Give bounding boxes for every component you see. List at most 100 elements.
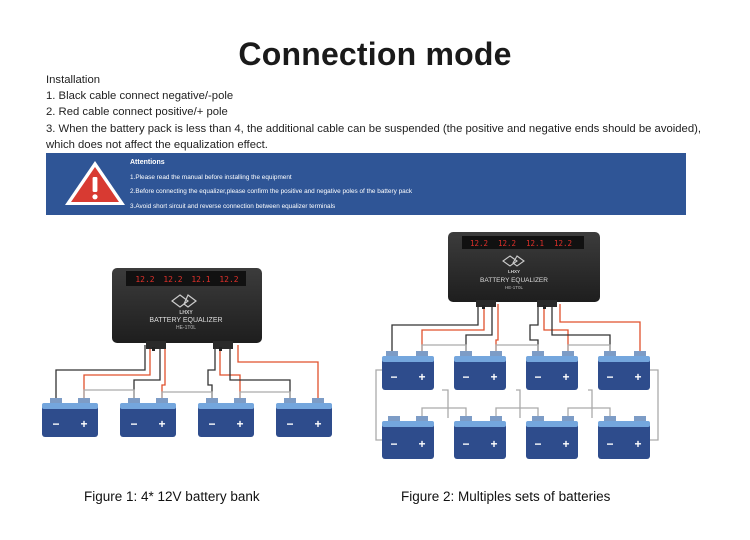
voltage-display: 12.2 [219,275,238,284]
minus-label: − [390,370,397,384]
battery-bottom-4: − + [598,416,650,459]
battery-3: − + [198,398,254,437]
brand-logo [502,255,525,267]
voltage-display: 12.2 [554,239,572,248]
plus-label: + [490,437,497,451]
plus-label: + [158,417,165,431]
figure-1-diagram: 12.2 12.2 12.1 12.2 LHXY BATTERY EQUALIZ… [42,268,332,437]
minus-label: − [462,370,469,384]
plus-label: + [236,417,243,431]
red-wire [421,304,485,353]
minus-label: − [534,437,541,451]
voltage-display: 12.2 [498,239,516,248]
gray-wire [442,389,449,418]
minus-label: − [286,417,293,431]
minus-label: − [534,370,541,384]
voltage-display: 12.2 [470,239,488,248]
brand-name: LHXY [179,310,193,316]
voltage-display: 12.2 [163,275,182,284]
battery-2: − + [120,398,176,437]
attentions-heading: Attentions [130,159,165,166]
black-wire [207,345,216,400]
plus-label: + [418,370,425,384]
gray-wire [495,344,539,353]
gray-wire [650,369,659,441]
gray-wire [516,389,521,418]
installation-section: Installation 1. Black cable connect nega… [46,72,726,153]
device-label: BATTERY EQUALIZER [480,277,548,284]
gray-wire [567,344,611,353]
battery-1: − + [42,398,98,437]
installation-step: which does not affect the equalization e… [46,138,268,151]
equalizer-device: 12.2 12.2 12.1 12.2 LHXY BATTERY EQUALIZ… [112,268,262,351]
gray-wire [567,407,611,418]
battery-4: − + [276,398,332,437]
battery-top-2: − + [454,351,506,390]
gray-wire [161,391,213,400]
attention-item: 2.Before connecting the equalizer,please… [130,188,413,195]
figure-1-wires [55,345,319,400]
figure-2-caption: Figure 2: Multiples sets of batteries [401,489,611,504]
voltage-display: 12.2 [135,275,154,284]
device-label: BATTERY EQUALIZER [149,317,222,324]
installation-step: 3. When the battery pack is less than 4,… [46,122,702,135]
figure-1-caption: Figure 1: 4* 12V battery bank [84,489,260,504]
gray-wire [588,389,593,418]
plus-label: + [418,437,425,451]
voltage-display: 12.1 [191,275,210,284]
black-wire [133,345,161,400]
black-wire [229,345,291,400]
attentions-banner: Attentions 1.Please read the manual befo… [46,153,686,215]
device-model: HE-1T0L [176,325,196,331]
voltage-display: 12.1 [526,239,544,248]
red-wire [83,345,151,400]
figure-2-wires [375,304,659,441]
minus-label: − [606,437,613,451]
red-wire [543,304,569,353]
red-wire [237,345,319,400]
brand-name: LHXY [508,269,520,274]
minus-label: − [52,417,59,431]
red-wire [559,304,641,353]
installation-heading: Installation [46,74,101,86]
black-wire [529,304,539,353]
minus-label: − [462,437,469,451]
battery-bottom-3: − + [526,416,578,459]
figure-2-diagram: 12.2 12.2 12.1 12.2 LHXY BATTERY EQUALIZ… [375,232,659,459]
plus-label: + [562,437,569,451]
plus-label: + [314,417,321,431]
plus-label: + [562,370,569,384]
brand-logo [171,294,197,308]
equalizer-device: 12.2 12.2 12.1 12.2 LHXY BATTERY EQUALIZ… [448,232,600,309]
gray-wire [239,391,291,400]
gray-wire [83,389,135,400]
battery-top-4: − + [598,351,650,390]
battery-top-1: − + [382,351,434,390]
plus-label: + [490,370,497,384]
warning-icon [65,161,125,205]
installation-step: 2. Red cable connect positive/+ pole [46,106,228,119]
black-wire [391,304,479,353]
installation-step: 1. Black cable connect negative/-pole [46,90,234,103]
plus-label: + [634,437,641,451]
black-wire [551,304,611,353]
attentions-list: Attentions 1.Please read the manual befo… [130,156,412,214]
page-title: Connection mode [238,36,512,72]
battery-bottom-2: − + [454,416,506,459]
minus-label: − [606,370,613,384]
plus-label: + [80,417,87,431]
gray-wire [421,344,467,353]
gray-wire [421,407,467,418]
black-wire [55,345,146,400]
minus-label: − [130,417,137,431]
minus-label: − [208,417,215,431]
black-wire [465,304,493,353]
attention-item: 1.Please read the manual before installi… [130,173,292,181]
gray-wire [375,369,382,441]
plus-label: + [634,370,641,384]
battery-bottom-1: − + [382,416,434,459]
device-model: HE-1T0L [505,285,524,290]
gray-wire [495,407,539,418]
minus-label: − [390,437,397,451]
